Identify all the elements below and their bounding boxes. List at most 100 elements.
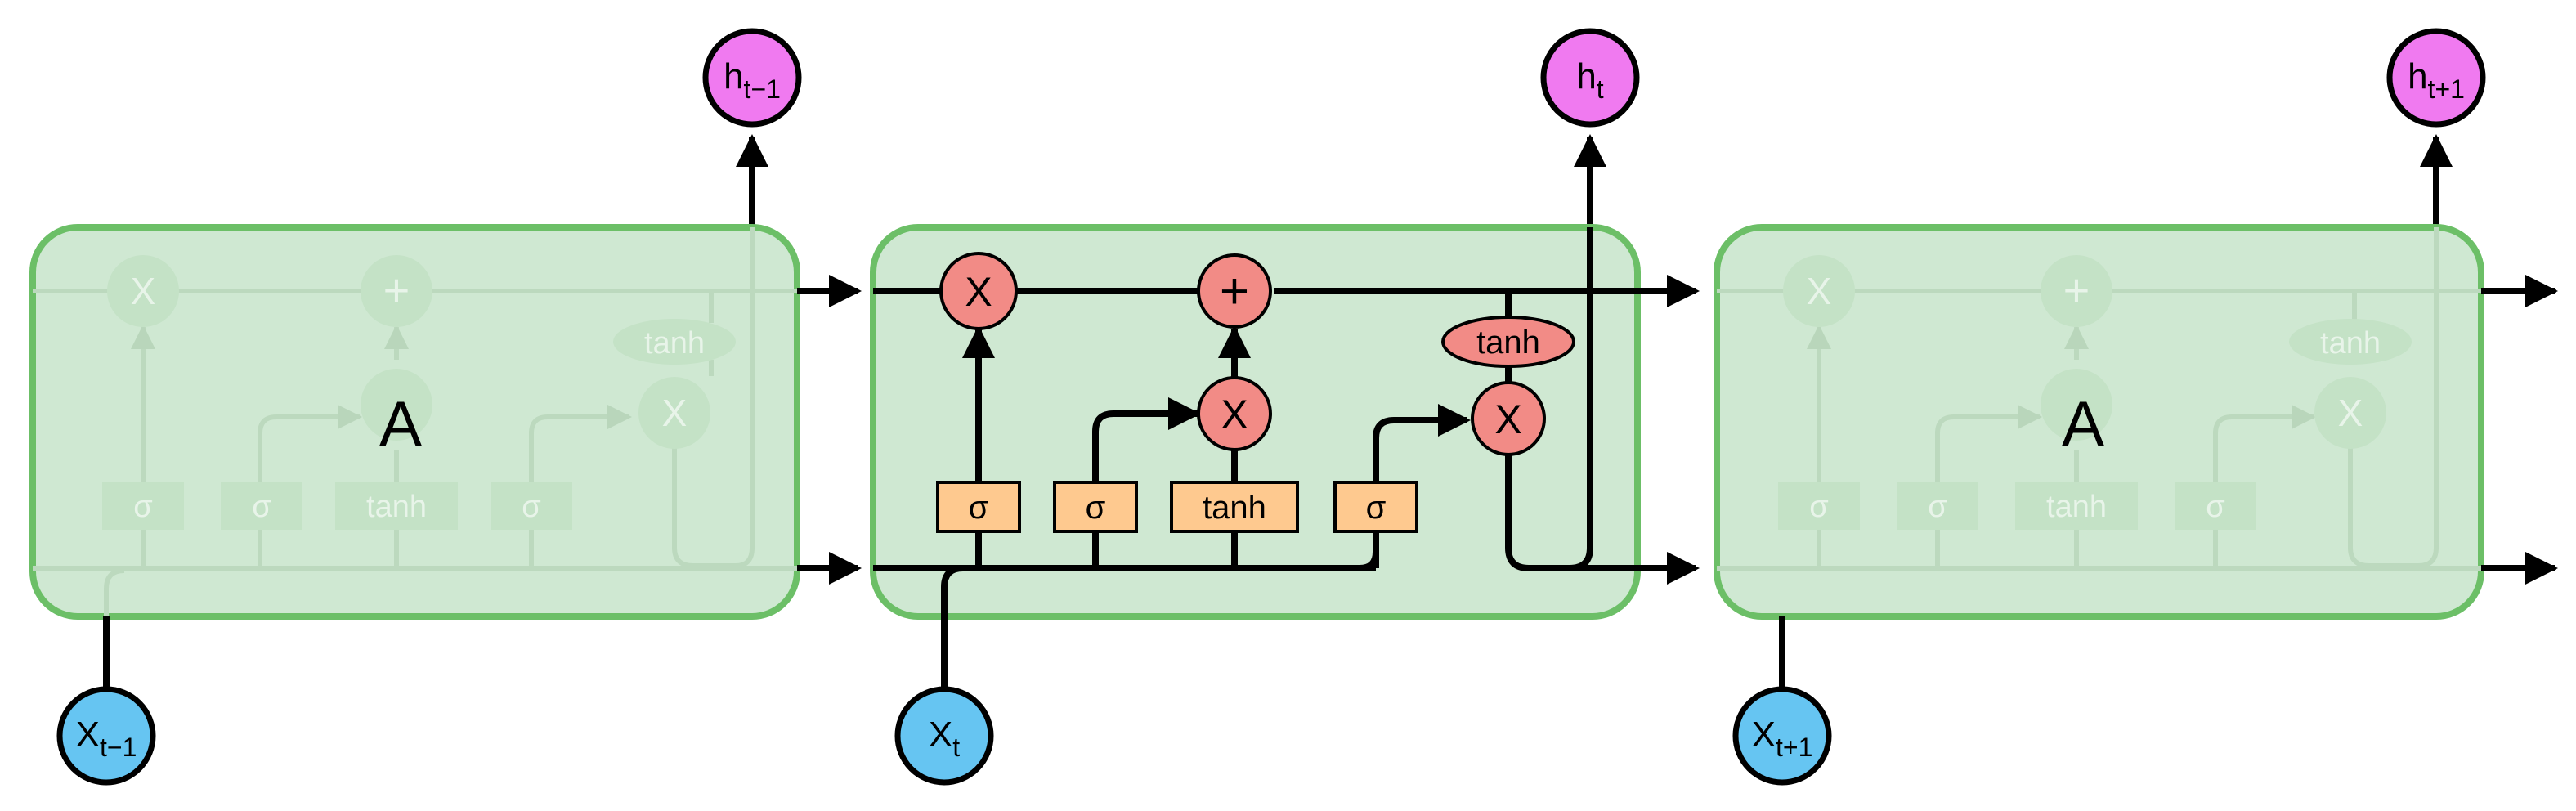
faded-sigma-box: [491, 482, 572, 530]
input-node-x-t-minus-1: Xt−1: [56, 686, 156, 786]
input-label: Xt: [929, 715, 960, 762]
faded-sigma-box: [102, 482, 184, 530]
output-circle: [2386, 28, 2486, 128]
output-gate-label: σ: [1366, 490, 1387, 526]
cell-tanh-label: tanh: [1476, 325, 1540, 361]
input-label: Xt+1: [1752, 715, 1813, 762]
faded-nodes-left: X + tanh X σ σ tanh σ: [102, 255, 736, 530]
faded-sigma-box: [221, 482, 302, 530]
faded-multiply-icon: [638, 377, 710, 449]
faded-tanh-box: [335, 482, 458, 530]
gate-box: [1170, 481, 1299, 533]
cell-name-left: A: [379, 388, 422, 459]
output-circle: [1540, 28, 1640, 128]
faded-tanh-label: tanh: [644, 326, 705, 361]
output-base: h: [724, 56, 743, 96]
gate-box: [936, 481, 1021, 533]
input-base: X: [929, 715, 952, 755]
input-base: X: [1752, 715, 1776, 755]
faded-sigma-box: [2175, 482, 2256, 530]
input-circle: [56, 686, 156, 786]
output-label: ht−1: [724, 56, 781, 104]
output-multiply-label: X: [1494, 397, 1521, 442]
faded-add-icon: [2041, 255, 2112, 327]
add-label: +: [1220, 263, 1249, 320]
faded-multiply-label: X: [1807, 270, 1832, 312]
output-gate: σ: [1333, 481, 1418, 533]
center-wiring: [873, 227, 1700, 691]
input-multiply-label: X: [1221, 392, 1248, 437]
input-sub: t−1: [100, 733, 137, 762]
multiply-icon: [939, 252, 1018, 330]
faded-tanh-oval: [613, 319, 736, 365]
faded-sigma-box: [1778, 482, 1860, 530]
forget-gate: σ: [936, 481, 1021, 533]
cell-name-right: A: [2062, 388, 2104, 459]
gate-box: [1053, 481, 1138, 533]
faded-nodes-right: X + tanh X σ σ tanh σ: [1778, 255, 2412, 530]
output-label: ht+1: [2408, 56, 2465, 104]
add-node: +: [1197, 253, 1272, 329]
faded-sigma-label: σ: [133, 490, 152, 524]
faded-multiply-label: X: [131, 270, 156, 312]
faded-sigma-label: σ: [2206, 490, 2224, 524]
faded-tanh-oval: [2289, 319, 2412, 365]
input-label: Xt−1: [76, 715, 137, 762]
lstm-cell-center: X + X tanh X σ σ tanh: [870, 134, 1700, 691]
output-label: ht: [1576, 56, 1603, 104]
input-base: X: [76, 715, 100, 755]
input-multiply-node: X: [1197, 376, 1272, 451]
candidate-gate: tanh: [1170, 481, 1299, 533]
faded-sigma-label: σ: [1809, 490, 1828, 524]
faded-add-label: +: [2063, 264, 2090, 316]
input-sub: t: [952, 733, 960, 762]
input-circle: [894, 686, 994, 786]
lstm-cell-left: X + tanh X σ σ tanh σ A: [29, 134, 862, 691]
candidate-gate-label: tanh: [1203, 490, 1266, 526]
output-sub: t−1: [744, 74, 781, 104]
faded-tanh-label: tanh: [2046, 490, 2107, 524]
gate-box: [1333, 481, 1418, 533]
lstm-cell-right: X + tanh X σ σ tanh σ A: [1714, 134, 2558, 691]
faded-tanh-box: [2015, 482, 2138, 530]
input-gate-label: σ: [1086, 490, 1106, 526]
tanh-oval: [1441, 316, 1575, 368]
forget-multiply-label: X: [965, 269, 992, 315]
input-node-x-t-plus-1: Xt+1: [1732, 686, 1832, 786]
faded-multiply-label: X: [2338, 392, 2363, 434]
faded-multiply-icon: [361, 369, 432, 441]
faded-multiply-label: X: [662, 392, 688, 434]
cell-tanh-node: tanh: [1441, 316, 1575, 368]
faded-sigma-label: σ: [1928, 490, 1947, 524]
output-sub: t: [1597, 74, 1604, 104]
faded-tanh-label: tanh: [366, 490, 427, 524]
faded-sigma-label: σ: [522, 490, 540, 524]
multiply-icon: [1471, 381, 1546, 456]
forget-gate-label: σ: [969, 490, 989, 526]
forget-multiply-node: X: [939, 252, 1018, 330]
output-node-h-t-minus-1: ht−1: [702, 28, 802, 128]
multiply-icon: [1197, 376, 1272, 451]
output-sub: t+1: [2428, 74, 2465, 104]
faded-tanh-label: tanh: [2320, 326, 2381, 361]
faded-multiply-icon: [2314, 377, 2386, 449]
input-node-x-t: Xt: [894, 686, 994, 786]
faded-sigma-label: σ: [252, 490, 271, 524]
input-gate: σ: [1053, 481, 1138, 533]
faded-add-icon: [361, 255, 432, 327]
faded-multiply-icon: [1783, 255, 1855, 327]
output-node-h-t-plus-1: ht+1: [2386, 28, 2486, 128]
plus-icon: [1197, 253, 1272, 329]
output-multiply-node: X: [1471, 381, 1546, 456]
input-circle: [1732, 686, 1832, 786]
output-node-h-t: ht: [1540, 28, 1640, 128]
faded-add-label: +: [383, 264, 410, 316]
output-circle: [702, 28, 802, 128]
output-base: h: [2408, 56, 2427, 96]
faded-multiply-icon: [107, 255, 179, 327]
faded-sigma-box: [1897, 482, 1978, 530]
faded-multiply-icon: [2041, 369, 2112, 441]
output-base: h: [1576, 56, 1596, 96]
input-sub: t+1: [1776, 733, 1812, 762]
